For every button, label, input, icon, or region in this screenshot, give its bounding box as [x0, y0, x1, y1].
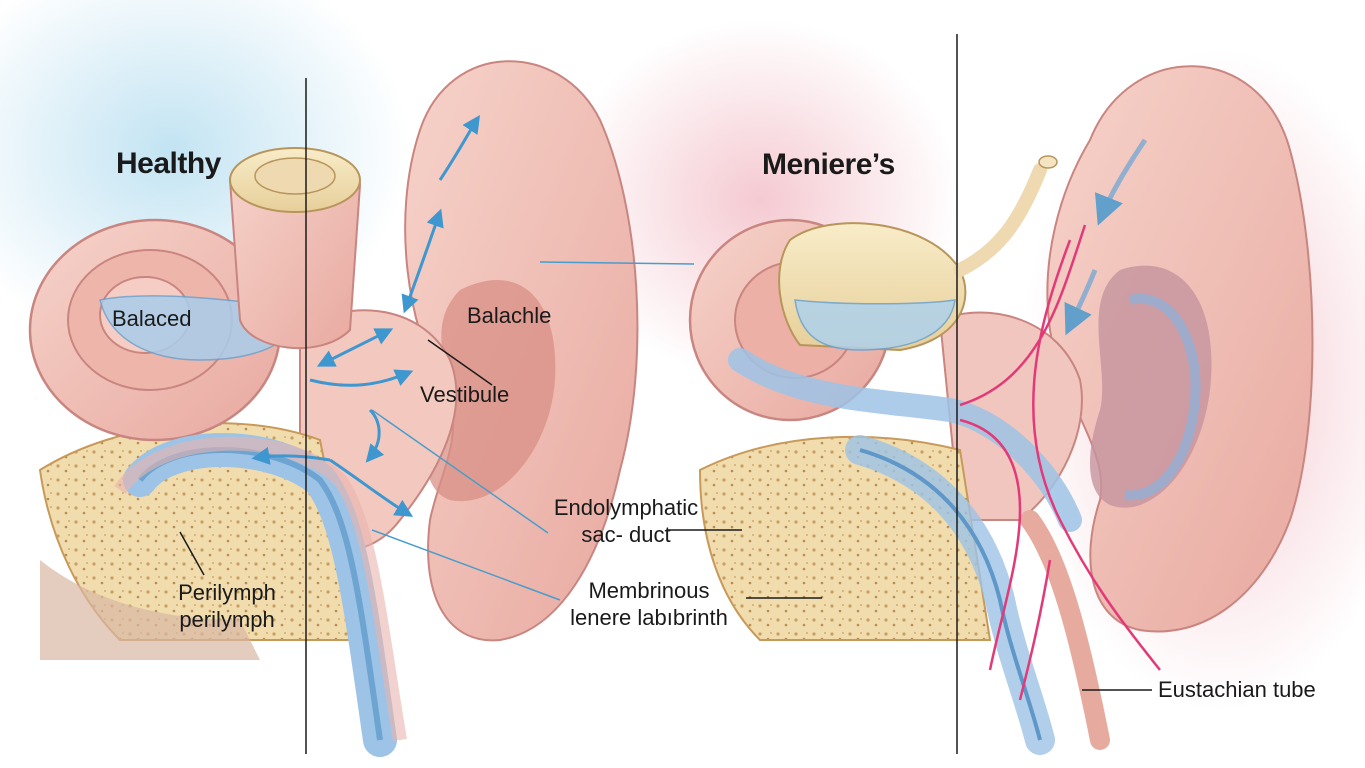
meniere-nerve-4: [1018, 559, 1052, 701]
meniere-duct-cap: [1038, 155, 1058, 169]
label-balachle: Balachle: [467, 303, 552, 328]
label-balanced: Balaced: [112, 306, 192, 331]
leader-membranous: [371, 529, 561, 601]
title-healthy: Healthy: [116, 147, 221, 180]
meniere-ear: [688, 65, 1314, 755]
meniere-swelling: [1124, 293, 1201, 501]
leader-endolymphatic: [371, 409, 549, 534]
meniere-arrow-1: [1094, 138, 1148, 226]
label-membranous-labyrinth: Membrinous lenere labıbrinth: [552, 578, 746, 632]
label-endolymphatic-line-2: sac- duct: [581, 521, 671, 547]
meniere-sac-fluid: [794, 299, 956, 351]
leader-perilymph: [179, 531, 205, 576]
meniere-nerve-2: [1032, 239, 1161, 671]
label-perilymph-line-1: Perilymph: [178, 580, 276, 605]
healthy-flow-arrow-1: [438, 115, 480, 181]
healthy-tube-cap-inner: [254, 157, 336, 195]
meniere-duct-tube: [953, 163, 1047, 277]
healthy-flow-arrow-7: [251, 446, 331, 465]
healthy-canal-wall: [114, 436, 407, 742]
healthy-flow-arrow-6: [329, 458, 414, 517]
label-perilymph-line-2: perilymph: [179, 606, 275, 632]
healthy-flow-arrow-5: [365, 408, 385, 463]
leader-vestibule: [427, 339, 493, 386]
healthy-bone-base: [40, 560, 260, 660]
meniere-nerve-1: [959, 224, 1087, 407]
healthy-ear: [28, 60, 639, 757]
title-menieres: Meniere’s: [762, 148, 895, 181]
healthy-flow-arrow-4: [309, 369, 414, 387]
healthy-concha: [426, 280, 556, 502]
label-vestibule: Vestibule: [420, 382, 510, 407]
label-eustachian-tube: Eustachian tube: [1158, 677, 1316, 702]
healthy-flow-arrow-2: [401, 208, 444, 314]
label-membranous-line-1: Membrinous: [588, 578, 710, 603]
label-membranous-line-2: lenere labıbrinth: [570, 604, 728, 630]
label-endolymphatic-sac-duct: Endolymphatic sac- duct: [540, 495, 712, 549]
meniere-nerve-3: [959, 418, 1022, 671]
label-endolymphatic-line-1: Endolymphatic: [553, 495, 699, 520]
meniere-blue-channel-core: [859, 448, 1042, 741]
healthy-flow-arrow-3: [316, 328, 394, 367]
meniere-eustachian-wall: [1020, 510, 1110, 750]
meniere-arrow-2: [1064, 269, 1098, 336]
leader-balachle: [539, 261, 695, 265]
label-perilymph: Perilymph perilymph: [164, 580, 290, 634]
